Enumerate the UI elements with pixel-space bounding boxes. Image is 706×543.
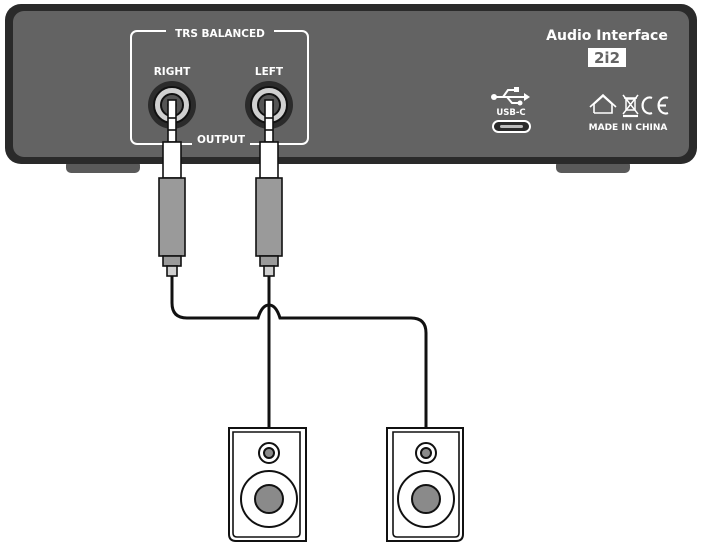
ce-mark-icon [641, 96, 669, 115]
left-output-label: LEFT [255, 66, 284, 78]
output-label: OUTPUT [197, 134, 246, 146]
left-jack-plug [255, 99, 283, 277]
usb-c-port-tongue [500, 125, 523, 128]
group-label: TRS BALANCED [175, 28, 265, 40]
right-jack-plug [158, 99, 186, 277]
left-speaker [228, 427, 307, 542]
house-icon [589, 93, 617, 114]
model-name: 2i2 [594, 49, 620, 67]
right-speaker [386, 427, 464, 542]
group-label-bg [166, 26, 274, 39]
brand-title: Audio Interface [546, 28, 668, 44]
output-label-bg [192, 133, 250, 146]
usb-label: USB-C [496, 108, 525, 118]
right-output-label: RIGHT [154, 66, 191, 78]
weee-icon [622, 94, 639, 118]
usb-icon [491, 87, 530, 106]
right-cable [170, 276, 428, 428]
made-in-label: MADE IN CHINA [589, 123, 668, 133]
cables [170, 276, 428, 428]
model-badge [588, 48, 626, 67]
